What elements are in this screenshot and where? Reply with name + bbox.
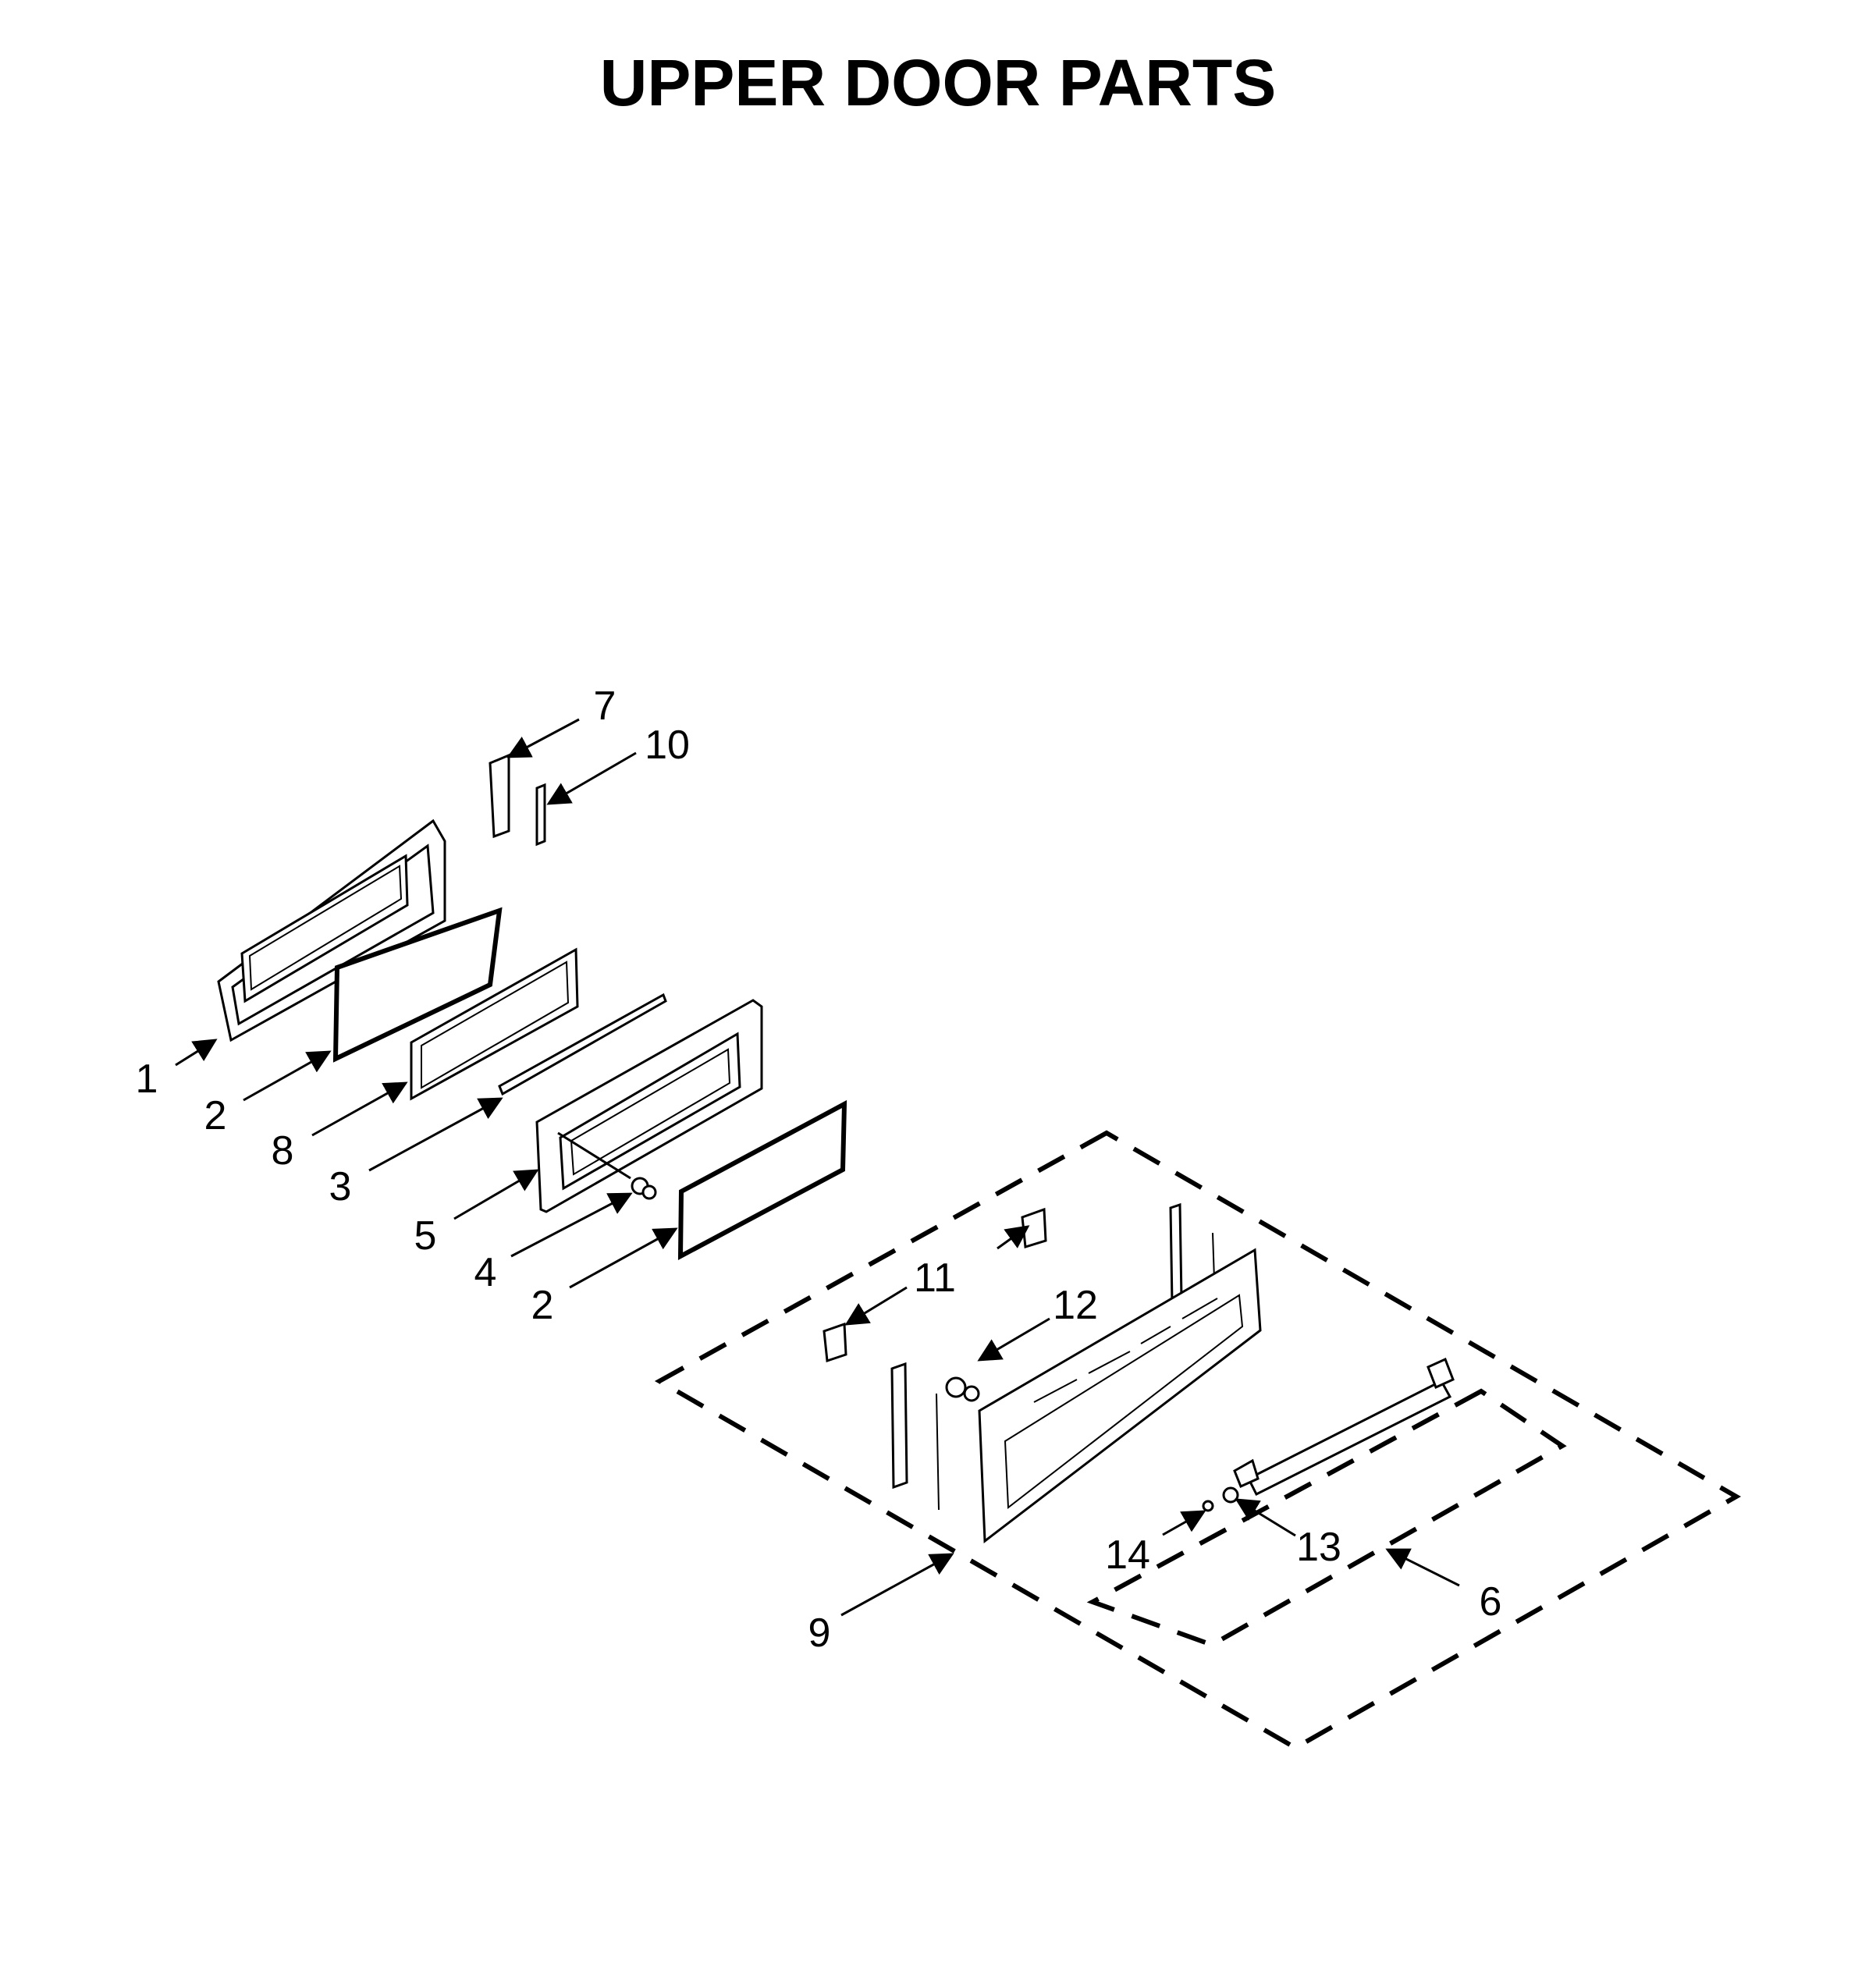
assembly-outline-6 — [1086, 1388, 1567, 1648]
callout-2-upper: 2 — [204, 1093, 227, 1138]
part-2-door-glass-upper — [332, 907, 503, 1063]
part-3-trim-strip — [498, 993, 667, 1096]
part-8-glass-frame — [410, 947, 579, 1101]
callout-10: 10 — [645, 723, 690, 768]
callout-9: 9 — [808, 1610, 831, 1656]
part-7-hinge — [489, 753, 510, 839]
callout-7: 7 — [594, 684, 616, 729]
callout-2-lower: 2 — [531, 1283, 554, 1328]
part-9-outer-door-panel — [978, 1248, 1262, 1543]
part-14-nut — [1202, 1500, 1214, 1512]
part-1-inner-door-panel — [217, 819, 446, 1042]
callout-6: 6 — [1480, 1579, 1502, 1625]
part-2-door-glass-lower — [677, 1099, 847, 1261]
part-9-side-channel-right — [1169, 1202, 1215, 1305]
callout-5: 5 — [414, 1213, 437, 1259]
callout-12: 12 — [1053, 1283, 1098, 1328]
callout-13: 13 — [1296, 1525, 1341, 1570]
assembly-outline-9 — [654, 1130, 1742, 1751]
page-title: UPPER DOOR PARTS — [600, 46, 1277, 119]
part-5-door-liner — [535, 999, 763, 1213]
part-4-screw — [557, 1131, 657, 1200]
callout-14: 14 — [1105, 1532, 1150, 1578]
callout-labels: 1 2 8 3 5 4 2 7 10 11 12 9 14 13 6 — [136, 684, 1502, 1656]
part-11-clip-lower — [823, 1322, 847, 1363]
callout-3: 3 — [329, 1164, 352, 1209]
part-10-hinge-pin — [535, 783, 546, 847]
part-9-side-channel-left — [890, 1362, 940, 1511]
callout-8: 8 — [272, 1128, 294, 1174]
part-6-door-handle — [1233, 1357, 1455, 1497]
part-12-screw — [945, 1376, 980, 1402]
callout-1: 1 — [136, 1056, 158, 1102]
leader-lines — [175, 718, 1460, 1617]
callout-4: 4 — [474, 1250, 497, 1295]
callout-11: 11 — [914, 1255, 956, 1301]
part-13-washer — [1222, 1486, 1239, 1504]
